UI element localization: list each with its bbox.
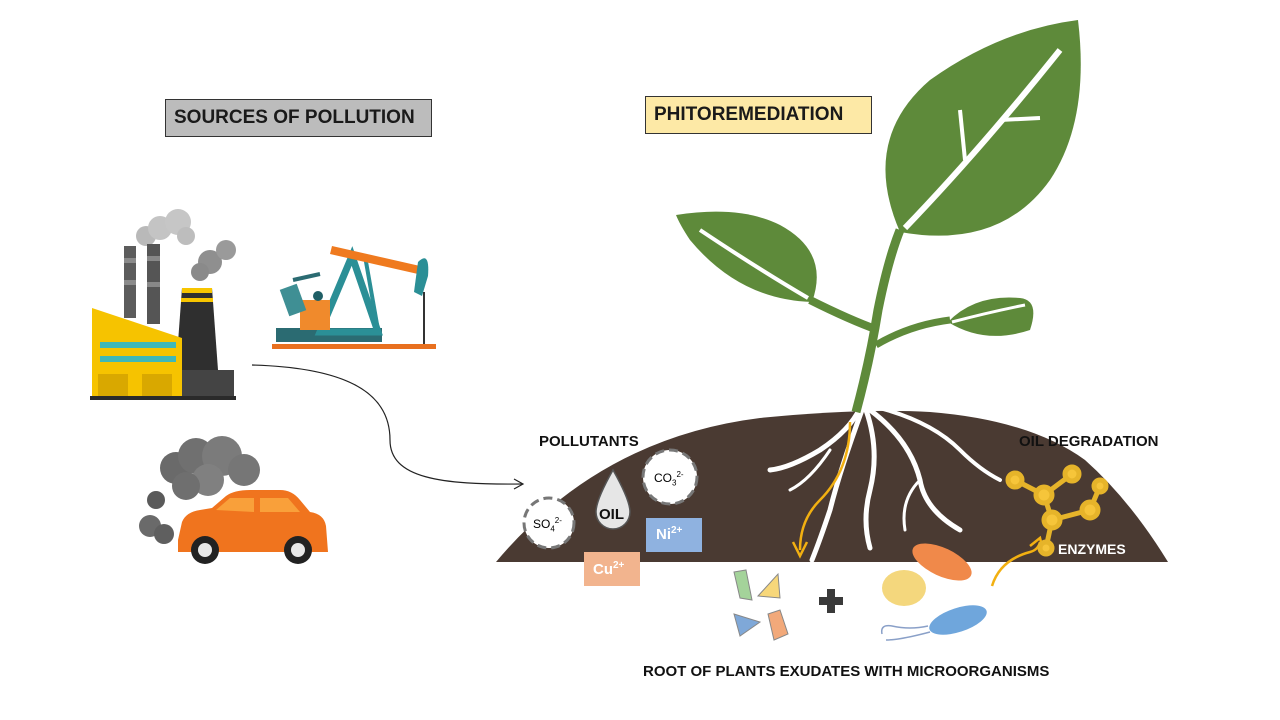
enzymes-label: ENZYMES	[1058, 541, 1126, 557]
phytoremediation-title: PHITOREMEDIATION	[645, 96, 872, 134]
oil-degradation-label: OIL DEGRADATION	[1019, 433, 1159, 450]
factory-icon	[90, 209, 236, 400]
enzyme-molecule-icon	[1005, 464, 1109, 557]
uptake-arrow	[798, 421, 852, 551]
cu-badge	[584, 552, 640, 586]
polluting-car-icon	[139, 436, 328, 564]
so4-label: SO42-	[533, 516, 562, 534]
so4-bubble	[522, 496, 576, 550]
pollutants-label: POLLUTANTS	[539, 433, 639, 450]
flow-arrow	[251, 364, 523, 485]
bacteria-icon	[880, 543, 987, 641]
cu-label: Cu2+	[593, 560, 625, 578]
exudate-shapes	[733, 569, 789, 641]
roots	[767, 404, 1002, 563]
oil-label: OIL	[599, 506, 624, 523]
plus-icon	[819, 589, 843, 613]
ni-label: Ni2+	[656, 525, 683, 543]
co3-bubble	[641, 448, 699, 506]
co3-label: CO32-	[654, 470, 684, 488]
oil-drop-icon	[595, 468, 631, 530]
plant-icon	[676, 20, 1081, 414]
ni-badge	[646, 518, 702, 552]
oil-pumpjack-icon	[272, 246, 436, 349]
root-caption: ROOT OF PLANTS EXUDATES WITH MICROORGANI…	[643, 663, 1050, 680]
sources-title: SOURCES OF POLLUTION	[165, 99, 432, 137]
